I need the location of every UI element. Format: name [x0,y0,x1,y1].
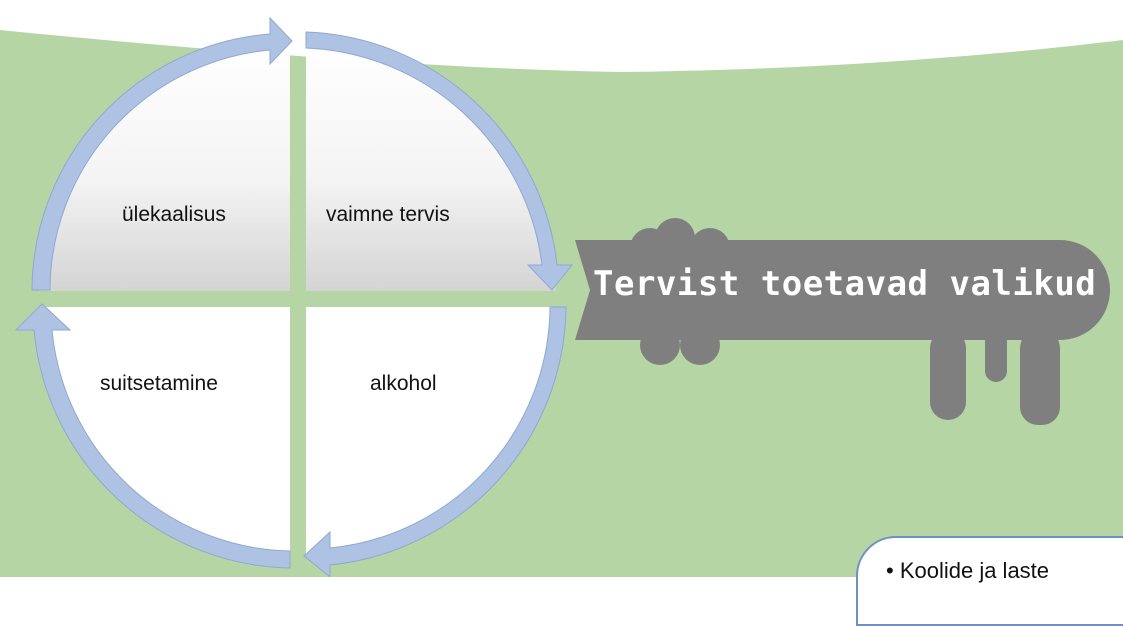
diagram-canvas: ülekaalisus vaimne tervis suitsetamine a… [0,16,1123,626]
label-alkohol: alkohol [370,372,437,395]
quadrant-top-left [40,41,290,291]
quadrant-bottom-left [40,307,290,557]
label-vaimne-tervis: vaimne tervis [326,203,450,226]
label-suitsetamine: suitsetamine [100,372,218,395]
arrow-top-right [305,31,574,291]
quadrant-top-right [306,41,556,291]
arrow-bottom-left [14,303,291,569]
callout-text: • Koolide ja laste [886,558,1050,583]
arrow-bottom-right [303,306,567,577]
quadrant-bottom-right [306,307,556,557]
key-shape [575,218,1110,425]
key-title: Tervist toetavad valikud [593,264,1097,304]
arrow-top-left [31,16,293,291]
callout-bubble: • Koolide ja laste [856,536,1123,626]
label-ulekaalisus: ülekaalisus [122,203,226,226]
